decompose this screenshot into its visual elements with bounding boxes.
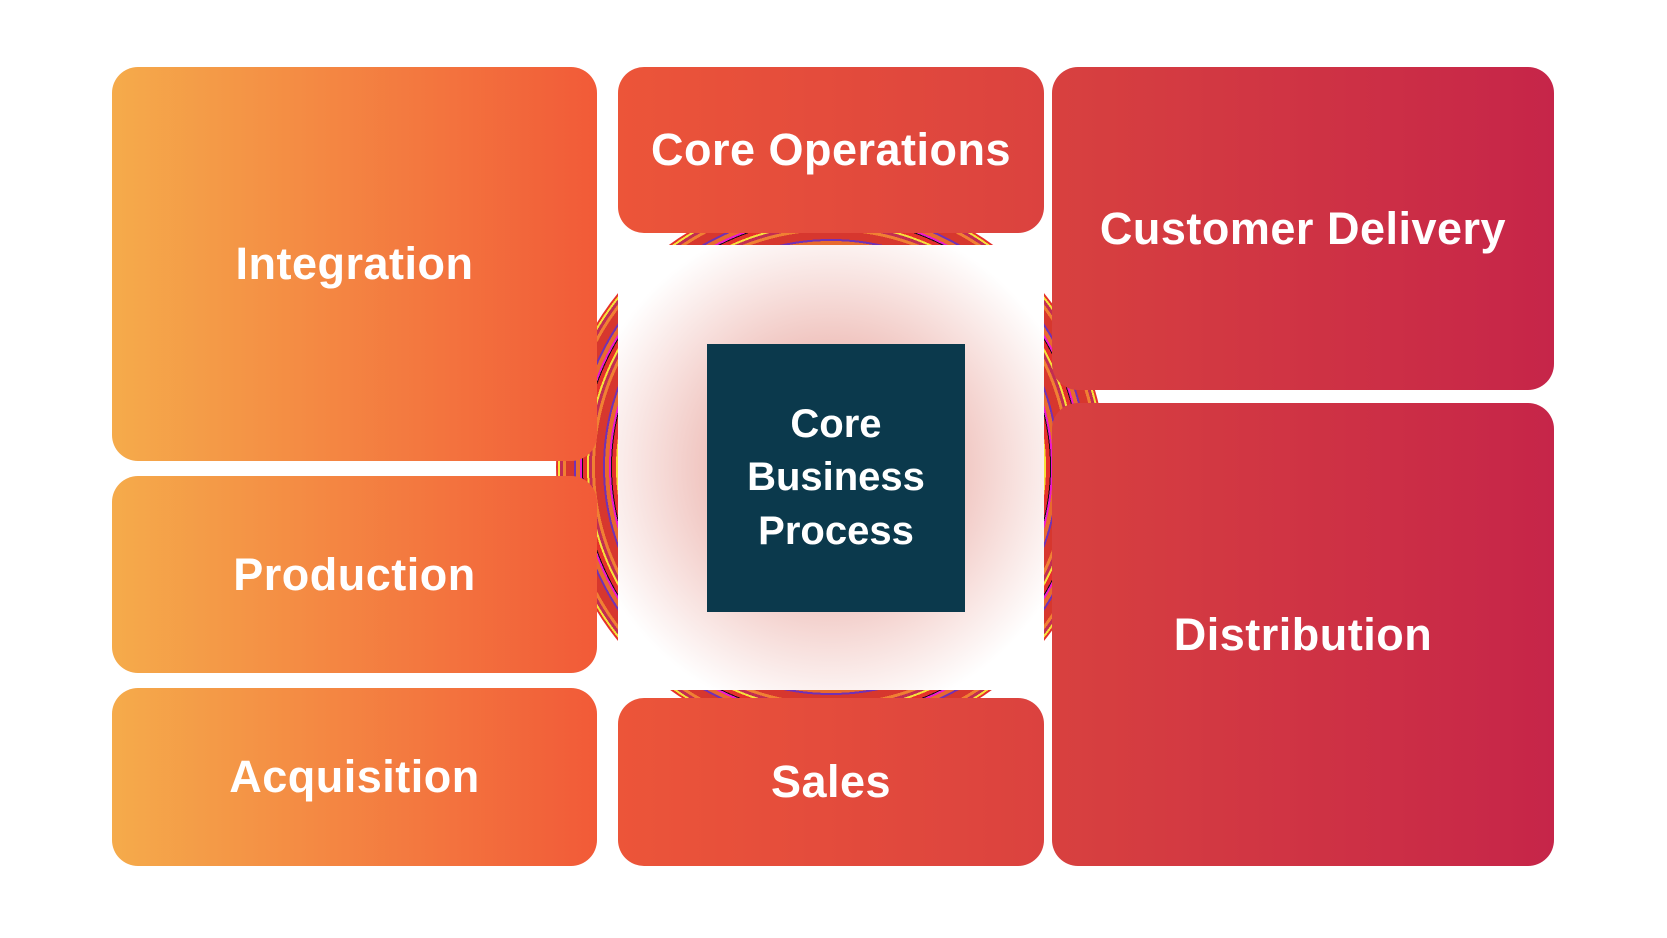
integration-label: Integration <box>235 238 474 289</box>
sales-label: Sales <box>770 756 892 807</box>
block-sales: Sales <box>618 698 1044 866</box>
distribution-label: Distribution <box>1173 608 1433 660</box>
production-label: Production <box>233 548 476 600</box>
core-process-box: Core Business Process <box>707 344 965 612</box>
core-operations-label: Core Operations <box>650 124 1012 175</box>
block-distribution: Distribution <box>1052 403 1554 866</box>
block-customer-delivery: Customer Delivery <box>1052 67 1554 390</box>
block-production: Production <box>112 476 597 673</box>
block-integration: Integration <box>112 67 597 461</box>
acquisition-label: Acquisition <box>229 751 480 802</box>
block-acquisition: Acquisition <box>112 688 597 866</box>
core-process-label: Core Business Process <box>747 402 925 553</box>
block-core-operations: Core Operations <box>618 67 1044 233</box>
customer-delivery-label: Customer Delivery <box>1099 202 1507 254</box>
